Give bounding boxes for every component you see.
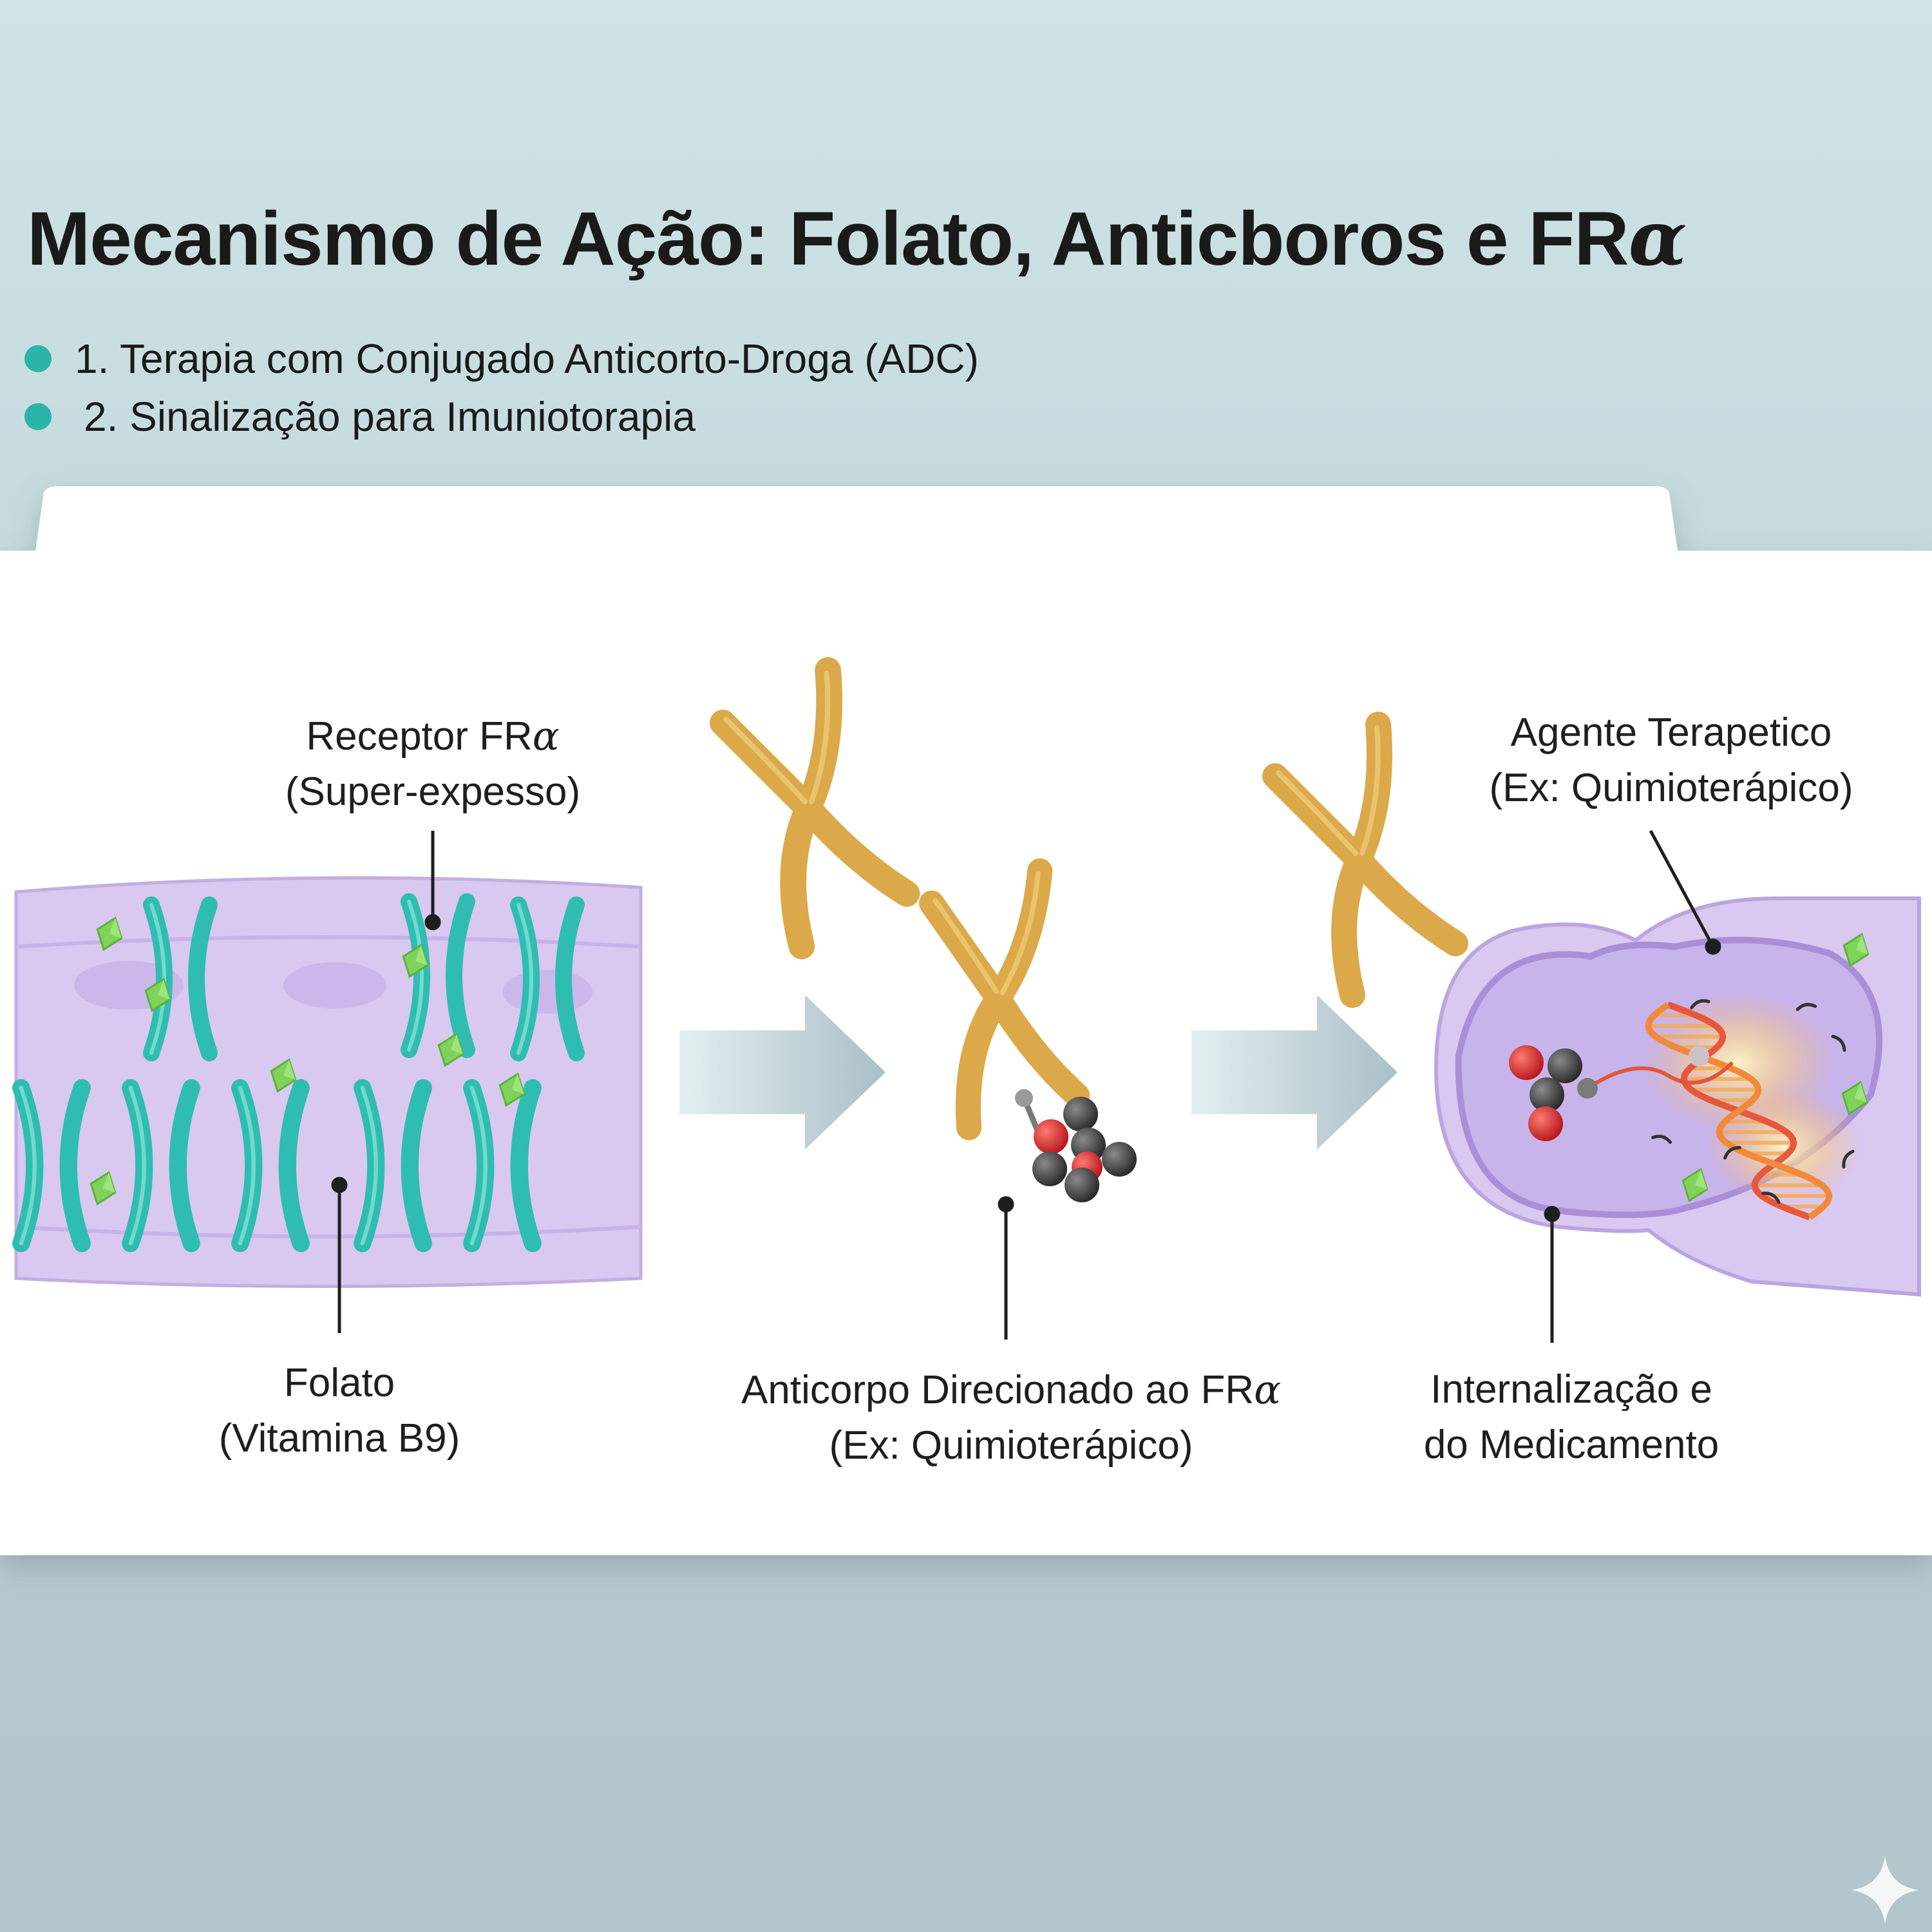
folate-icon <box>498 1072 526 1107</box>
internalization-label-line1: Internalização e <box>1430 1367 1712 1412</box>
sparkle-icon <box>1851 1856 1919 1924</box>
folate-icon <box>1842 933 1870 967</box>
antibody-icon <box>710 657 920 960</box>
process-arrow-1 <box>679 995 886 1150</box>
folate-icon <box>270 1058 297 1093</box>
antibody-label-title: Anticorpo Direcionado ao FR <box>741 1368 1255 1412</box>
folate-group-cell <box>1681 933 1870 1202</box>
antibody-label-sub: (Ex: Quimioterápico) <box>829 1423 1193 1468</box>
antibody-icon <box>919 858 1090 1141</box>
bullet-item-2: 2. Sinalização para Imuniotorapia <box>24 388 979 446</box>
folate-group <box>90 916 526 1206</box>
bullet-list: 1. Terapia com Conjugado Anticorto-Droga… <box>24 330 979 446</box>
receptor-icon <box>463 1079 542 1253</box>
alpha-symbol: α <box>1254 1366 1281 1413</box>
alpha-symbol: α <box>532 712 560 759</box>
folate-icon <box>1841 1081 1868 1115</box>
receptor-icon <box>122 1079 200 1253</box>
slide-title: Mecanismo de Ação: Folato, Anticboros e … <box>27 193 1687 283</box>
internalization-label: Internalização e do Medicamento <box>1424 1362 1719 1473</box>
bullet-text: 2. Sinalização para Imuniotorapia <box>84 393 696 440</box>
agent-label-sub: (Ex: Quimioterápico) <box>1489 766 1853 810</box>
antibody-group <box>710 657 1468 1141</box>
internalization-label-line2: do Medicamento <box>1423 1423 1719 1467</box>
content-panel <box>0 486 1932 1555</box>
receptor-icon <box>231 1079 310 1253</box>
folate-icon <box>144 978 171 1012</box>
receptor-label-title: Receptor FR <box>306 714 533 759</box>
agent-label: Agente Terapetico (Ex: Quimioterápico) <box>1489 705 1853 816</box>
receptor-label: Receptor FRα (Super-expesso) <box>285 708 580 820</box>
receptor-icon <box>12 1079 91 1253</box>
leader-lines <box>331 829 1721 1343</box>
dna-strand <box>1645 1001 1833 1220</box>
receptor-icon <box>354 1079 432 1253</box>
folate-label: Folato (Vitamina B9) <box>219 1356 460 1466</box>
agent-label-title: Agente Terapetico <box>1510 710 1832 755</box>
drug-molecule <box>1015 1089 1137 1202</box>
bullet-dot-icon <box>24 403 52 430</box>
bullet-dot-icon <box>24 345 52 372</box>
folate-label-sub: (Vitamina B9) <box>218 1416 460 1461</box>
receptor-icon <box>401 893 475 1058</box>
bullet-text: 1. Terapia com Conjugado Anticorto-Droga… <box>75 336 979 382</box>
folate-icon <box>437 1032 464 1067</box>
receptor-icon <box>510 896 585 1061</box>
bullet-item-1: 1. Terapia com Conjugado Anticorto-Droga… <box>24 330 979 388</box>
antibody-icon <box>1262 712 1468 1008</box>
antibody-label: Anticorpo Direcionado ao FRα (Ex: Quimio… <box>741 1362 1281 1473</box>
receptor-group <box>12 893 585 1253</box>
folate-icon <box>402 943 429 978</box>
folate-icon <box>90 1171 117 1206</box>
slide-title-text: Mecanismo de Ação: Folato, Anticboros e … <box>27 196 1629 281</box>
motion-marks <box>1651 999 1855 1204</box>
process-arrow-2 <box>1191 995 1397 1150</box>
folate-icon <box>96 916 123 951</box>
internalized-drug <box>1509 1045 1734 1141</box>
receptor-label-sub: (Super-expesso) <box>285 770 581 814</box>
alpha-symbol: α <box>1628 193 1687 283</box>
folate-icon <box>1681 1168 1709 1202</box>
folate-label-title: Folato <box>283 1361 395 1405</box>
